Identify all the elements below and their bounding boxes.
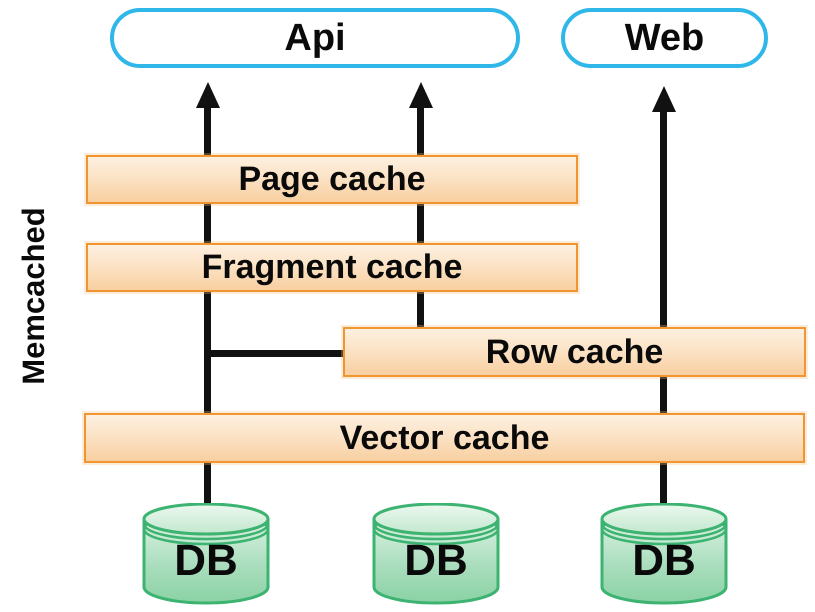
cache-layer-row-cache[interactable]: Row cache [343,327,806,377]
database-node-3-label: DB [632,536,696,585]
consumer-node-api-label: Api [284,16,346,59]
arrow-head-page-cache-to-api [196,82,220,108]
cache-layer-fragment-cache-label: Fragment cache [201,248,463,286]
cache-layer-fragment-cache[interactable]: Fragment cache [86,243,578,292]
database-cylinder-icon [600,503,728,605]
cache-layer-row-cache-label: Row cache [485,332,664,371]
cache-layer-page-cache-label: Page cache [238,160,426,198]
cache-layer-vector-cache[interactable]: Vector cache [84,413,805,463]
connector-line-right-trunk [660,110,667,516]
database-node-3[interactable]: DB [599,503,729,605]
arrow-head-row-cache-to-web [652,86,676,112]
arrow-head-fragment-cache-to-api [409,82,433,108]
consumer-node-web[interactable]: Web [561,8,768,68]
database-node-2-label: DB [404,536,468,585]
cache-layer-vector-cache-label: Vector cache [339,418,550,457]
database-node-1-label: DB [174,536,238,585]
database-node-2[interactable]: DB [371,503,501,605]
cache-layer-page-cache[interactable]: Page cache [86,155,578,204]
database-cylinder-icon [372,503,500,605]
connector-line-middle-trunk [417,106,424,338]
consumer-node-web-label: Web [624,16,705,59]
connector-line-left-trunk [204,106,211,516]
memcached-group-label: Memcached [16,207,51,385]
database-cylinder-icon [142,503,270,605]
database-node-1[interactable]: DB [141,503,271,605]
connector-line-left-trunk-to-row-cache [204,350,349,357]
consumer-node-api[interactable]: Api [110,8,520,68]
